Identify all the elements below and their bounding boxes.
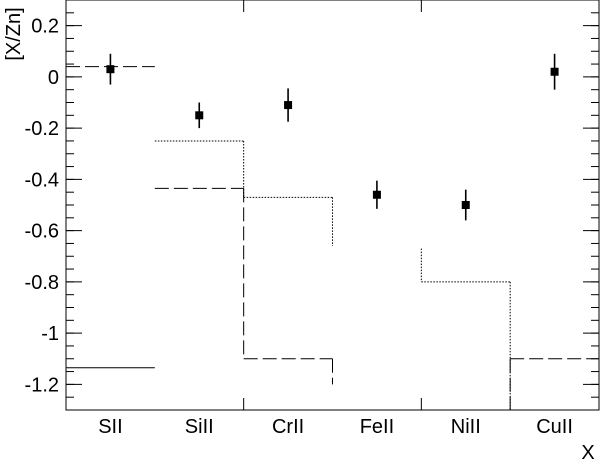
data-point bbox=[372, 190, 381, 199]
y-axis: 0.2 0 -0.2 -0.4 -0.6 -0.8 -1 -1.2 bbox=[25, 0, 599, 411]
y-tick-label: -0.6 bbox=[25, 221, 59, 243]
reference-lines bbox=[66, 66, 599, 410]
x-axis-label: X bbox=[581, 442, 594, 462]
data-point bbox=[461, 201, 470, 209]
data-point bbox=[550, 67, 559, 76]
plot-frame bbox=[65, 0, 600, 411]
x-tick-label: CrII bbox=[272, 416, 304, 438]
y-tick-label: -0.8 bbox=[25, 272, 59, 294]
y-tick-label: -0.2 bbox=[25, 118, 59, 140]
y-tick-label: 0 bbox=[48, 67, 59, 89]
x-tick-label: NiII bbox=[451, 416, 481, 438]
y-axis-label: [X/Zn] bbox=[3, 7, 25, 60]
y-tick-label: -1 bbox=[41, 323, 59, 345]
data-point bbox=[106, 65, 115, 74]
data-points bbox=[106, 53, 559, 221]
x-tick-label: SII bbox=[98, 416, 122, 438]
data-point bbox=[195, 111, 204, 120]
y-tick-label: 0.2 bbox=[31, 16, 59, 38]
y-tick-label: -0.4 bbox=[25, 169, 59, 191]
data-point bbox=[284, 101, 293, 110]
x-tick-label: FeII bbox=[360, 416, 394, 438]
y-tick-label: -1.2 bbox=[25, 374, 59, 396]
x-axis: SII SiII CrII FeII NiII CuII bbox=[98, 0, 573, 438]
x-tick-label: SiII bbox=[185, 416, 214, 438]
x-tick-label: CuII bbox=[536, 416, 573, 438]
